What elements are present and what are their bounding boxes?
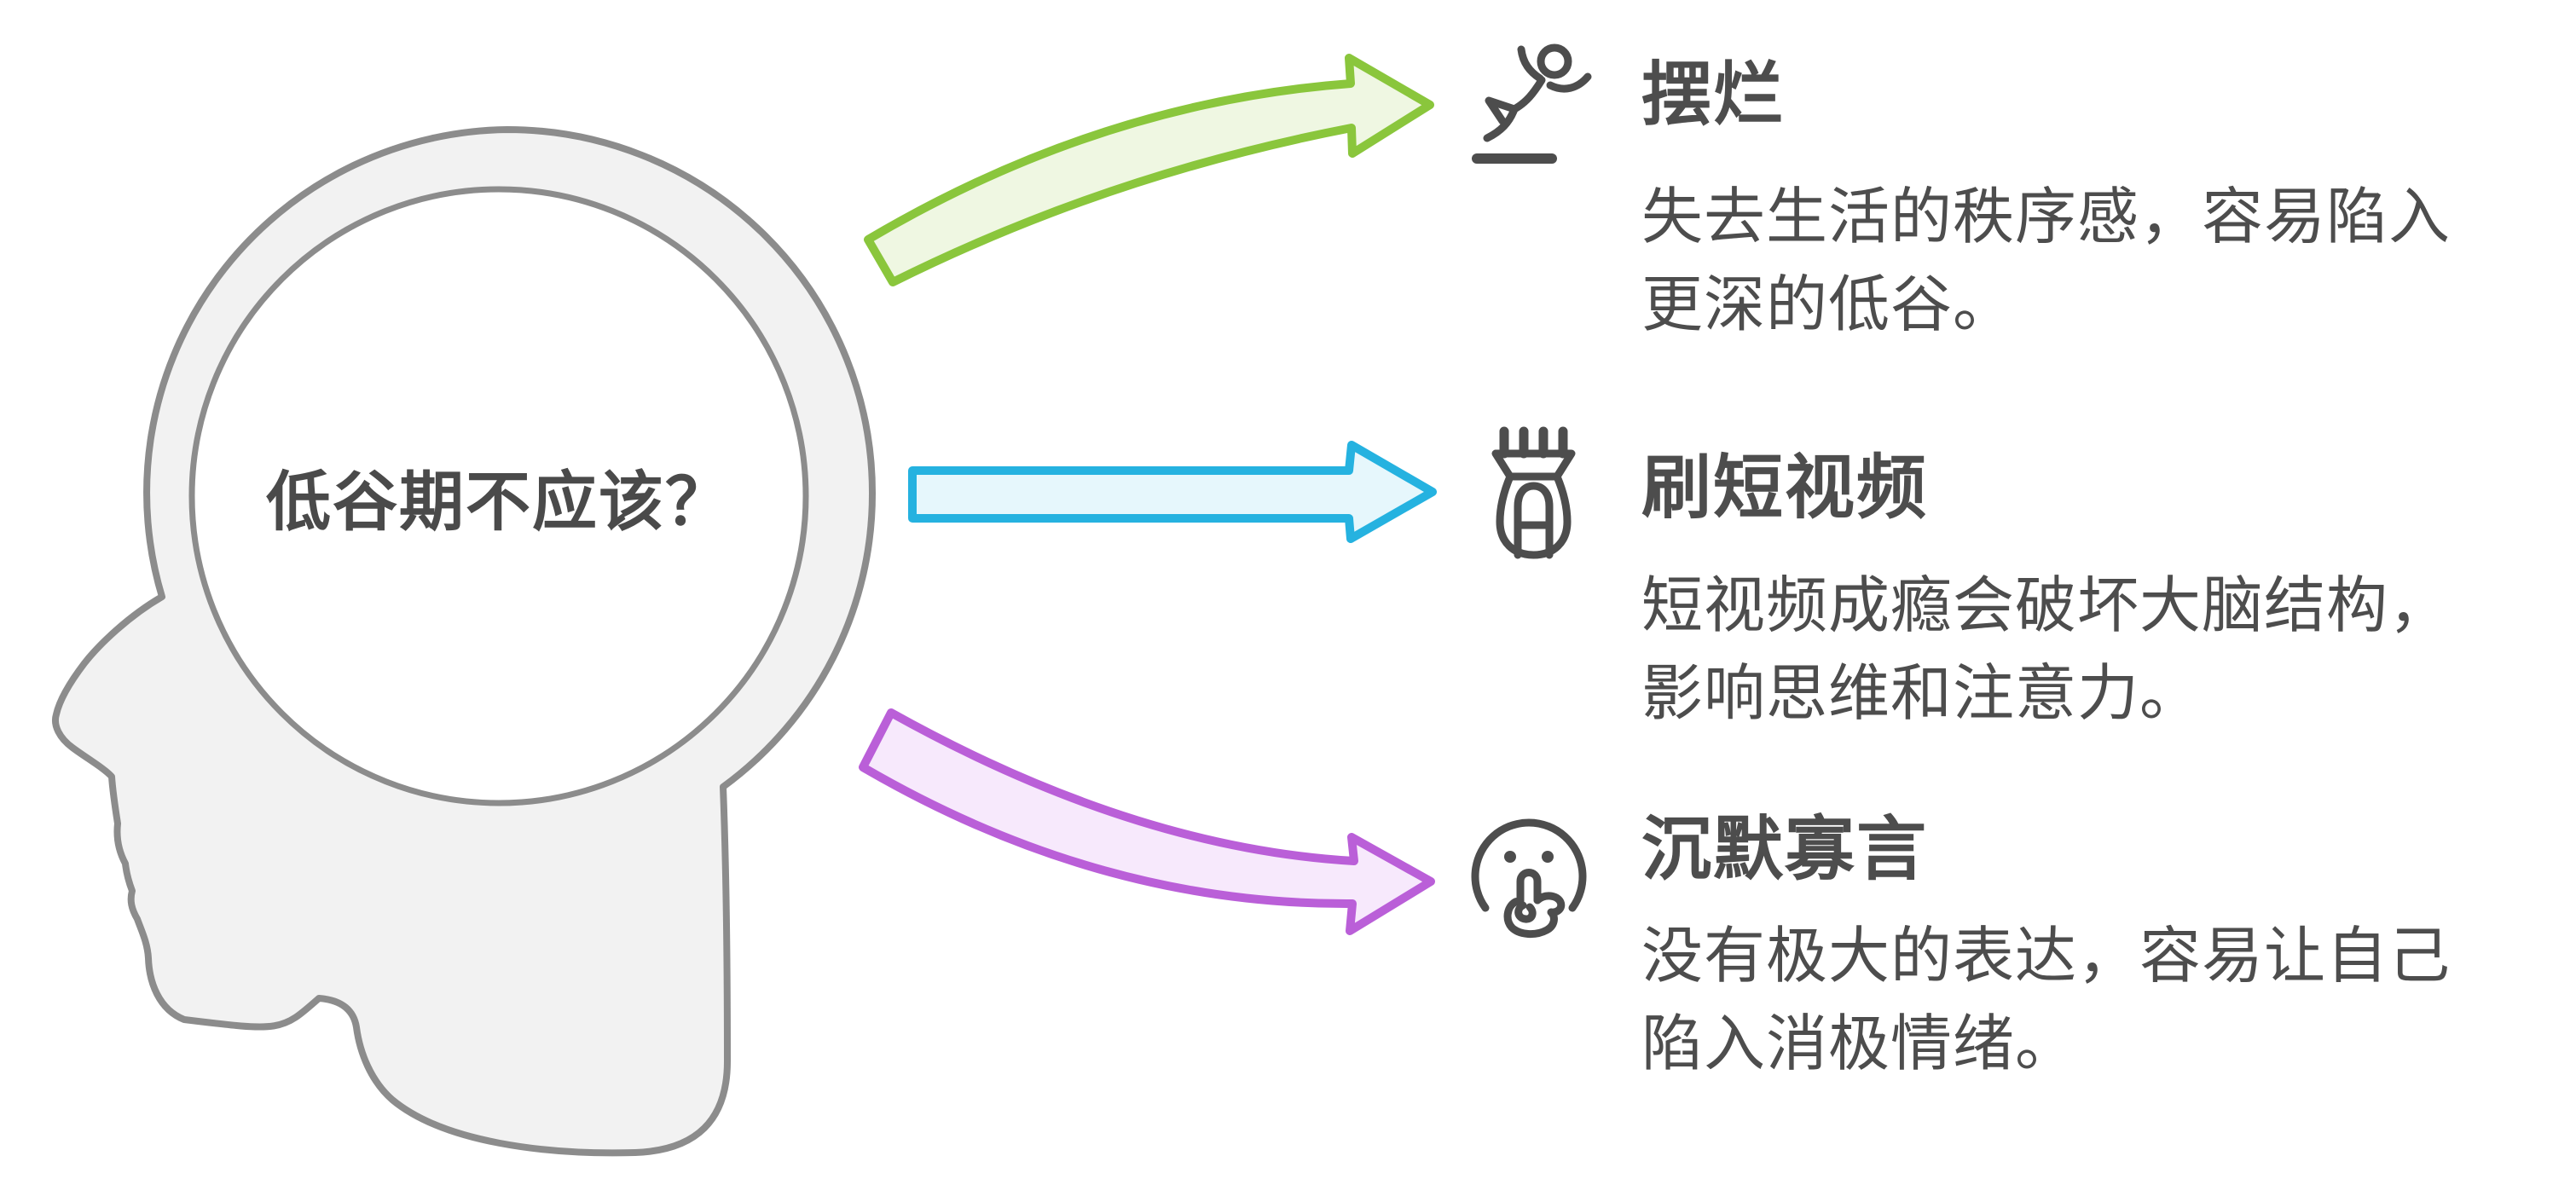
- falling-person-torso: [1510, 76, 1546, 113]
- shush-left-eye: [1504, 851, 1516, 863]
- clipper-body: [1496, 472, 1572, 559]
- clipper-teeth: [1499, 426, 1568, 459]
- section-body-bailan: 失去生活的秩序感，容易陷入 更深的低谷。: [1641, 174, 2451, 350]
- green-curved-up-arrow: [864, 54, 1434, 286]
- shush-hand: [1503, 892, 1566, 938]
- falling-person-leg: [1483, 105, 1519, 142]
- falling-person-arm-up: [1517, 45, 1544, 83]
- shushing-face-icon: [1471, 818, 1587, 938]
- falling-person-arm-out: [1546, 72, 1592, 93]
- section-body-line: 没有极大的表达，容易让自己: [1641, 922, 2452, 991]
- shush-face-outline: [1471, 818, 1587, 912]
- brain-question-label: 低谷期不应该？: [266, 466, 732, 539]
- section-body-line: 陷入消极情绪。: [1641, 1010, 2078, 1078]
- shush-finger: [1516, 869, 1542, 908]
- section-title-short-video: 刷短视频: [1641, 449, 1929, 527]
- section-title-silence: 沉默寡言: [1641, 811, 1929, 888]
- cyan-straight-arrow: [908, 441, 1437, 543]
- clipper-inner-capsule: [1514, 482, 1554, 559]
- clipper-comb-plate: [1491, 449, 1576, 481]
- falling-person-leg-bent: [1485, 96, 1519, 125]
- shush-hand-curl: [1514, 901, 1537, 923]
- brain-circle: [188, 186, 809, 806]
- section-body-line: 失去生活的秩序感，容易陷入: [1641, 183, 2452, 251]
- section-body-short-video: 短视频成瘾会破坏大脑结构， 影响思维和注意力。: [1641, 563, 2451, 738]
- section-body-line: 影响思维和注意力。: [1641, 660, 2203, 728]
- hair-clipper-icon: [1491, 426, 1576, 559]
- shush-right-eye: [1542, 851, 1554, 863]
- purple-curved-down-arrow: [859, 708, 1435, 935]
- section-body-line: 短视频成瘾会破坏大脑结构，: [1641, 572, 2452, 640]
- falling-person-icon: [1472, 43, 1592, 164]
- section-body-silence: 没有极大的表达，容易让自己 陷入消极情绪。: [1641, 913, 2451, 1089]
- falling-person-head: [1537, 43, 1572, 79]
- section-body-line: 更深的低谷。: [1641, 271, 2016, 339]
- section-title-bailan: 摆烂: [1641, 56, 1786, 134]
